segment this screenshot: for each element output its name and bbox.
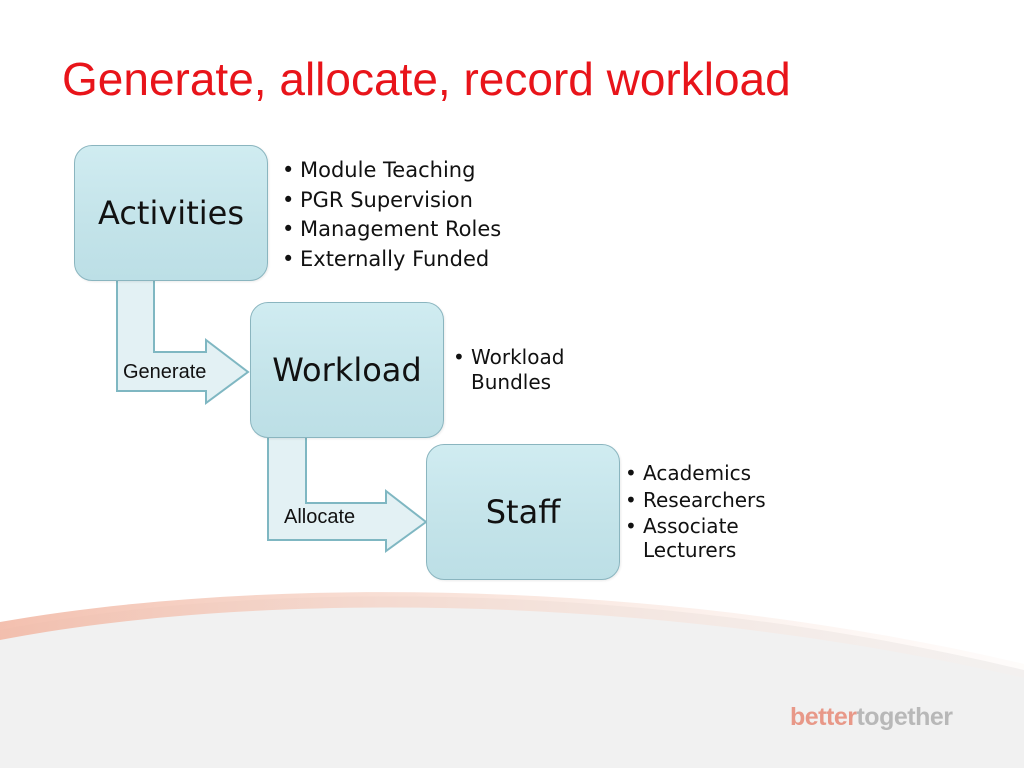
bettertogether-logo: bettertogether (790, 703, 953, 732)
staff-node-label: Staff (485, 493, 561, 531)
activities-node: Activities (74, 145, 268, 281)
bullet-item: Workload Bundles (453, 345, 583, 395)
workload-bullet-list: Workload Bundles (453, 345, 583, 395)
bullet-item: Management Roles (282, 215, 501, 245)
bullet-text: Workload Bundles (471, 345, 565, 394)
bullet-item: Externally Funded (282, 245, 501, 275)
logo-text-better: better (790, 703, 857, 731)
activities-bullet-list: Module Teaching PGR Supervision Manageme… (282, 156, 501, 274)
bullet-item: Academics (625, 460, 795, 487)
bullet-item: Associate Lecturers (625, 514, 795, 562)
activities-node-label: Activities (98, 194, 244, 232)
workload-node-label: Workload (272, 351, 422, 389)
generate-label: Generate (123, 361, 207, 383)
staff-bullet-list: Academics Researchers Associate Lecturer… (625, 460, 795, 562)
allocate-label: Allocate (284, 506, 356, 528)
staff-node: Staff (426, 444, 620, 580)
bullet-text: Associate Lecturers (643, 514, 739, 562)
bullet-item: PGR Supervision (282, 186, 501, 216)
generate-arrow (116, 279, 250, 405)
workload-node: Workload (250, 302, 444, 438)
allocate-arrow (267, 436, 428, 553)
background-swoosh (0, 592, 1024, 768)
bullet-item: Researchers (625, 487, 795, 514)
slide-title: Generate, allocate, record workload (62, 53, 791, 105)
bullet-item: Module Teaching (282, 156, 501, 186)
logo-text-together: together (856, 703, 953, 731)
